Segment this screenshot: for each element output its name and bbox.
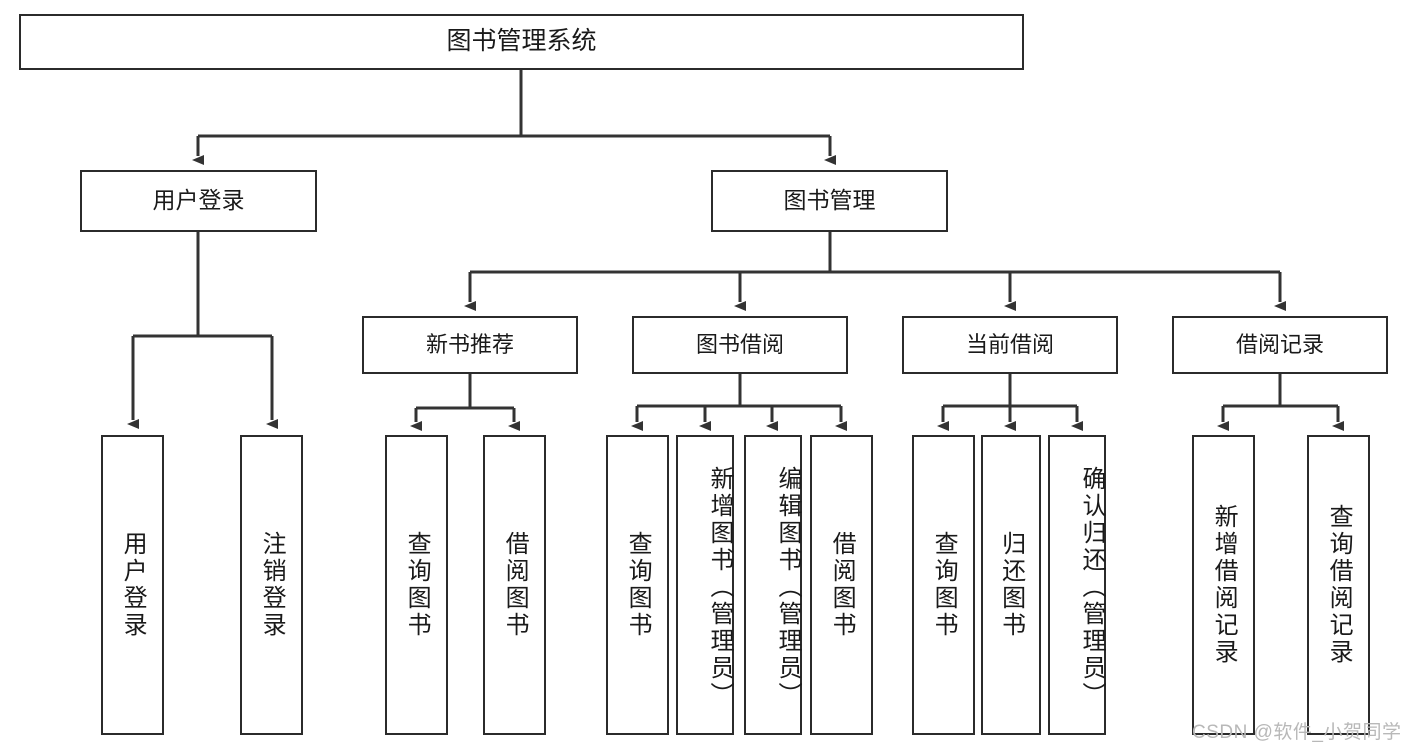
leaf-user-login-label: 用户登录 — [119, 531, 147, 639]
node-new-book-recommend[interactable]: 新书推荐 — [362, 316, 578, 374]
leaf-query-book-1-label: 查询图书 — [403, 531, 431, 639]
leaf-confirm-return-label: 确认归还（管理员） — [1078, 465, 1105, 709]
leaf-query-record[interactable]: 查询借阅记录 — [1307, 435, 1370, 735]
csdn-watermark: CSDN @软件_小贺同学 — [1192, 717, 1401, 744]
leaf-confirm-return[interactable]: 确认归还（管理员） — [1048, 435, 1106, 735]
leaf-borrow-book-2-label: 借阅图书 — [828, 531, 856, 639]
leaf-query-book-3-label: 查询图书 — [930, 531, 958, 639]
leaf-edit-book[interactable]: 编辑图书（管理员） — [744, 435, 802, 735]
leaf-return-book-label: 归还图书 — [997, 531, 1025, 639]
leaf-query-record-label: 查询借阅记录 — [1325, 504, 1353, 666]
node-root-label: 图书管理系统 — [446, 27, 597, 56]
leaf-add-book-label: 新增图书（管理员） — [706, 465, 733, 709]
node-user-login[interactable]: 用户登录 — [80, 170, 317, 232]
leaf-query-book-3[interactable]: 查询图书 — [912, 435, 975, 735]
node-user-login-label: 用户登录 — [152, 187, 245, 214]
node-book-management[interactable]: 图书管理 — [711, 170, 948, 232]
node-borrow-records[interactable]: 借阅记录 — [1172, 316, 1388, 374]
leaf-query-book-1[interactable]: 查询图书 — [385, 435, 448, 735]
csdn-watermark-label: CSDN @软件_小贺同学 — [1192, 722, 1402, 743]
node-new-book-recommend-label: 新书推荐 — [425, 331, 514, 357]
leaf-query-book-2-label: 查询图书 — [624, 531, 652, 639]
leaf-add-book[interactable]: 新增图书（管理员） — [676, 435, 734, 735]
leaf-return-book[interactable]: 归还图书 — [981, 435, 1041, 735]
node-book-borrow-label: 图书借阅 — [695, 331, 784, 357]
leaf-user-login[interactable]: 用户登录 — [101, 435, 164, 735]
leaf-logout[interactable]: 注销登录 — [240, 435, 303, 735]
node-root[interactable]: 图书管理系统 — [19, 14, 1024, 70]
leaf-logout-label: 注销登录 — [258, 531, 286, 639]
leaf-edit-book-label: 编辑图书（管理员） — [774, 465, 801, 709]
node-book-management-label: 图书管理 — [783, 187, 876, 214]
leaf-add-record[interactable]: 新增借阅记录 — [1192, 435, 1255, 735]
leaf-borrow-book-1[interactable]: 借阅图书 — [483, 435, 546, 735]
node-current-borrow-label: 当前借阅 — [965, 331, 1054, 357]
leaf-add-record-label: 新增借阅记录 — [1210, 504, 1238, 666]
node-book-borrow[interactable]: 图书借阅 — [632, 316, 848, 374]
leaf-borrow-book-1-label: 借阅图书 — [501, 531, 529, 639]
leaf-borrow-book-2[interactable]: 借阅图书 — [810, 435, 873, 735]
node-current-borrow[interactable]: 当前借阅 — [902, 316, 1118, 374]
node-borrow-records-label: 借阅记录 — [1235, 331, 1324, 357]
leaf-query-book-2[interactable]: 查询图书 — [606, 435, 669, 735]
